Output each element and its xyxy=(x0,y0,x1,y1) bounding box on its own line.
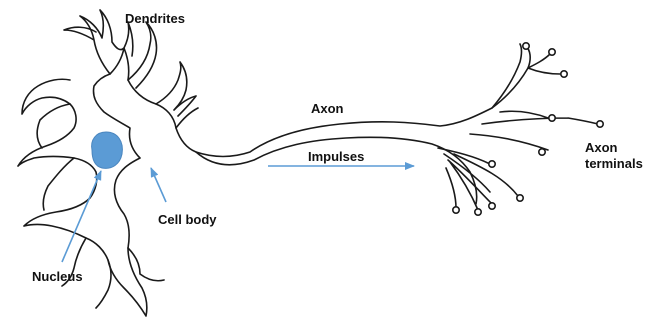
terminal-knob xyxy=(597,121,603,127)
cell-body-outline xyxy=(18,46,530,316)
terminal-knob xyxy=(523,43,529,49)
terminal-knob xyxy=(539,149,545,155)
pointer-arrows xyxy=(62,166,414,262)
terminal-knob xyxy=(517,195,523,201)
dendrite-right xyxy=(156,62,198,128)
nucleus-pointer-arrow xyxy=(62,171,101,262)
terminal-knob xyxy=(549,115,555,121)
axon-terminals-label-line1: Axon xyxy=(585,140,618,155)
terminal-knob xyxy=(453,207,459,213)
nucleus xyxy=(92,132,123,168)
terminal-knob xyxy=(475,209,481,215)
cell-body-pointer-arrow xyxy=(151,168,166,202)
nucleus-label: Nucleus xyxy=(32,269,83,284)
dendrites-label: Dendrites xyxy=(125,11,185,26)
impulses-label: Impulses xyxy=(308,149,364,164)
terminal-knob xyxy=(549,49,555,55)
axon-label: Axon xyxy=(311,101,344,116)
cell-body-label: Cell body xyxy=(158,212,217,227)
axon-terminals-lower xyxy=(438,148,518,210)
terminal-knob xyxy=(561,71,567,77)
axon-terminals-label-line2: terminals xyxy=(585,156,643,171)
terminal-knob xyxy=(489,161,495,167)
axon-lower-edge xyxy=(196,137,477,204)
terminal-knob xyxy=(489,203,495,209)
axon-terminals-upper xyxy=(470,44,598,150)
